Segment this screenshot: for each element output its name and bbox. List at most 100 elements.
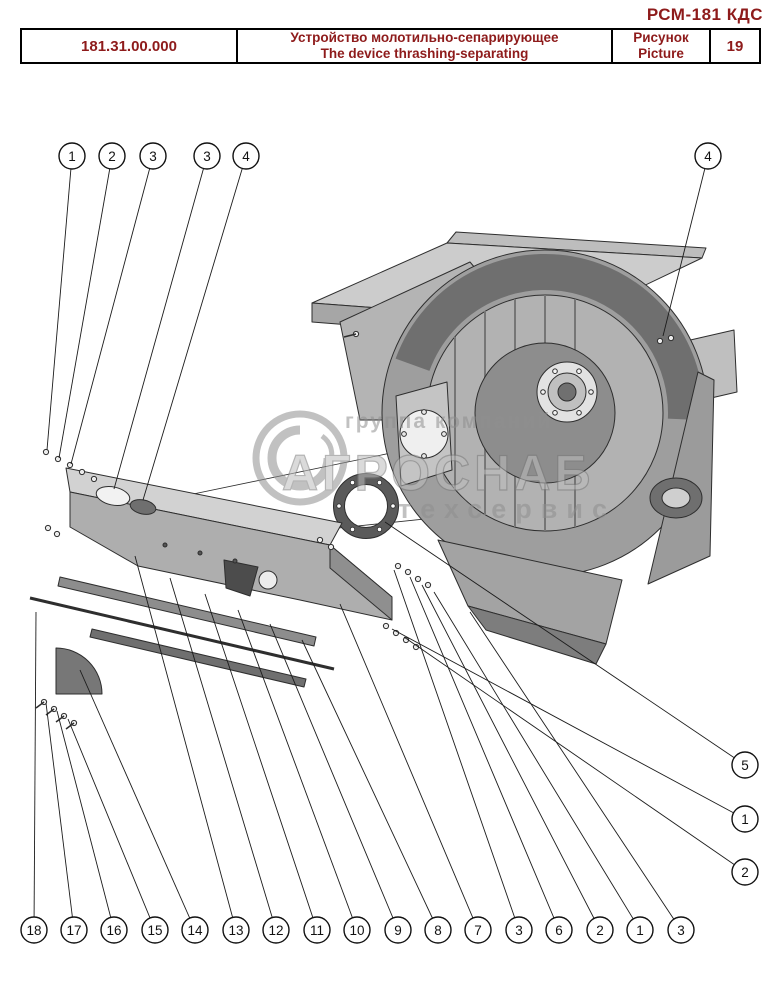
callout-number: 9: [394, 923, 402, 938]
callout-leader-4: [662, 155, 709, 337]
callout-number: 2: [108, 149, 116, 164]
callout-leader-14: [79, 669, 196, 931]
callout-circle: [545, 916, 573, 944]
callout-number: 12: [268, 923, 283, 938]
callout-balloon-7: 7: [464, 916, 492, 944]
callout-leader-1: [391, 628, 746, 820]
callout-leader-3: [393, 569, 520, 931]
callout-circle: [262, 916, 290, 944]
callout-number: 10: [349, 923, 364, 938]
callout-balloon-17: 17: [60, 916, 88, 944]
callout-circle: [98, 142, 126, 170]
callout-leader-2: [58, 155, 113, 459]
callout-number: 4: [704, 149, 712, 164]
callout-balloon-3: 3: [667, 916, 695, 944]
callout-circle: [139, 142, 167, 170]
bearing-bracket: [395, 381, 453, 487]
callout-balloon-13: 13: [222, 916, 250, 944]
callout-leader-7: [339, 603, 479, 931]
callout-leader-2: [421, 584, 601, 931]
callout-balloon-1: 1: [626, 916, 654, 944]
callout-circle: [58, 142, 86, 170]
callout-circle: [694, 142, 722, 170]
figure-title-en: The device thrashing-separating: [320, 46, 529, 61]
callout-leader-5: [384, 521, 746, 766]
callout-balloon-2: 2: [586, 916, 614, 944]
callout-balloon-14: 14: [181, 916, 209, 944]
callout-leader-15: [67, 718, 156, 931]
callout-number: 1: [741, 812, 749, 827]
callout-balloon-10: 10: [343, 916, 371, 944]
callout-leader-2: [403, 636, 746, 873]
right-side-plate: [647, 371, 715, 585]
callout-leader-1: [46, 155, 73, 451]
callout-leader-3: [70, 155, 154, 465]
callout-number: 16: [106, 923, 121, 938]
figure-label-ru: Рисунок: [633, 29, 689, 45]
callout-circle: [731, 751, 759, 779]
callout-balloon-3: 3: [193, 142, 221, 170]
callout-leader-17: [45, 702, 75, 931]
callout-circle: [181, 916, 209, 944]
callout-balloon-6: 6: [545, 916, 573, 944]
callout-circle: [20, 916, 48, 944]
callout-balloon-11: 11: [303, 916, 331, 944]
callout-circle: [343, 916, 371, 944]
header-table: 181.31.00.000 Устройство молотильно-сепа…: [20, 28, 761, 64]
watermark-line2: АГРОСНАБ: [282, 445, 594, 501]
callout-number: 13: [228, 923, 243, 938]
callout-leader-1: [433, 591, 641, 931]
part-number: 181.31.00.000: [22, 30, 238, 62]
figure-label-en: Picture: [638, 46, 684, 61]
callout-circle: [667, 916, 695, 944]
callout-number: 3: [677, 923, 685, 938]
figure-number: 19: [726, 37, 744, 55]
callout-balloon-15: 15: [141, 916, 169, 944]
callout-number: 5: [741, 758, 749, 773]
callout-number: 2: [596, 923, 604, 938]
callout-circle: [731, 805, 759, 833]
callout-circle: [424, 916, 452, 944]
callout-circle: [60, 916, 88, 944]
callout-balloon-16: 16: [100, 916, 128, 944]
callout-circle: [464, 916, 492, 944]
callout-number: 1: [636, 923, 644, 938]
callout-number: 1: [68, 149, 76, 164]
fasteners: [35, 330, 675, 730]
callout-number: 7: [474, 923, 482, 938]
callout-balloon-18: 18: [20, 916, 48, 944]
callout-circle: [586, 916, 614, 944]
callout-number: 4: [242, 149, 250, 164]
frame-beam: [65, 467, 393, 621]
callout-number: 15: [147, 923, 162, 938]
callout-leader-18: [33, 611, 37, 931]
callout-number: 18: [26, 923, 41, 938]
callout-circle: [384, 916, 412, 944]
callout-circle: [100, 916, 128, 944]
callout-balloon-2: 2: [731, 858, 759, 886]
drum-hub: [536, 361, 598, 423]
callout-number: 6: [555, 923, 563, 938]
callout-leader-11: [204, 593, 318, 931]
callout-number: 14: [187, 923, 203, 938]
callout-number: 2: [741, 865, 749, 880]
callout-balloon-4: 4: [232, 142, 260, 170]
callout-leader-13: [134, 555, 237, 931]
callout-balloon-3: 3: [139, 142, 167, 170]
quarter-panel: [55, 647, 103, 695]
callout-balloon-12: 12: [262, 916, 290, 944]
callout-leader-12: [169, 577, 277, 931]
callout-balloon-9: 9: [384, 916, 412, 944]
callout-balloon-1: 1: [731, 805, 759, 833]
callout-leader-8: [301, 639, 439, 931]
callout-number: 3: [515, 923, 523, 938]
callout-leader-10: [237, 609, 358, 931]
callout-circle: [505, 916, 533, 944]
callout-balloon-3: 3: [505, 916, 533, 944]
callout-leader-4: [142, 155, 247, 501]
callout-circle: [193, 142, 221, 170]
watermark-line1: группа компаний: [345, 410, 552, 433]
callout-balloon-8: 8: [424, 916, 452, 944]
callout-leader-3: [469, 611, 682, 931]
